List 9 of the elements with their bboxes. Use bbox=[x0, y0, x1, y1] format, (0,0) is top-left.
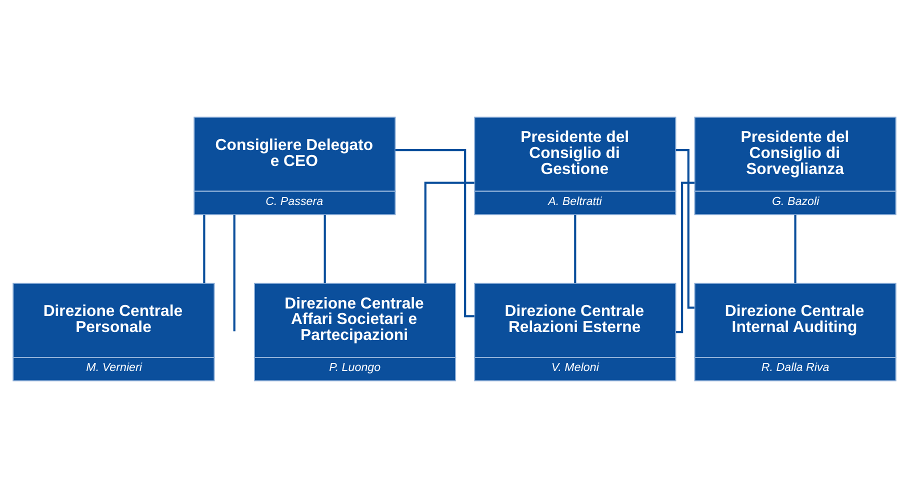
connector bbox=[203, 214, 206, 284]
connector bbox=[794, 214, 796, 284]
connector bbox=[574, 214, 576, 284]
connector bbox=[424, 182, 474, 284]
connector bbox=[395, 148, 474, 318]
connector bbox=[233, 214, 236, 332]
connector bbox=[324, 214, 326, 284]
connector bbox=[676, 182, 695, 334]
connector bbox=[676, 148, 694, 309]
